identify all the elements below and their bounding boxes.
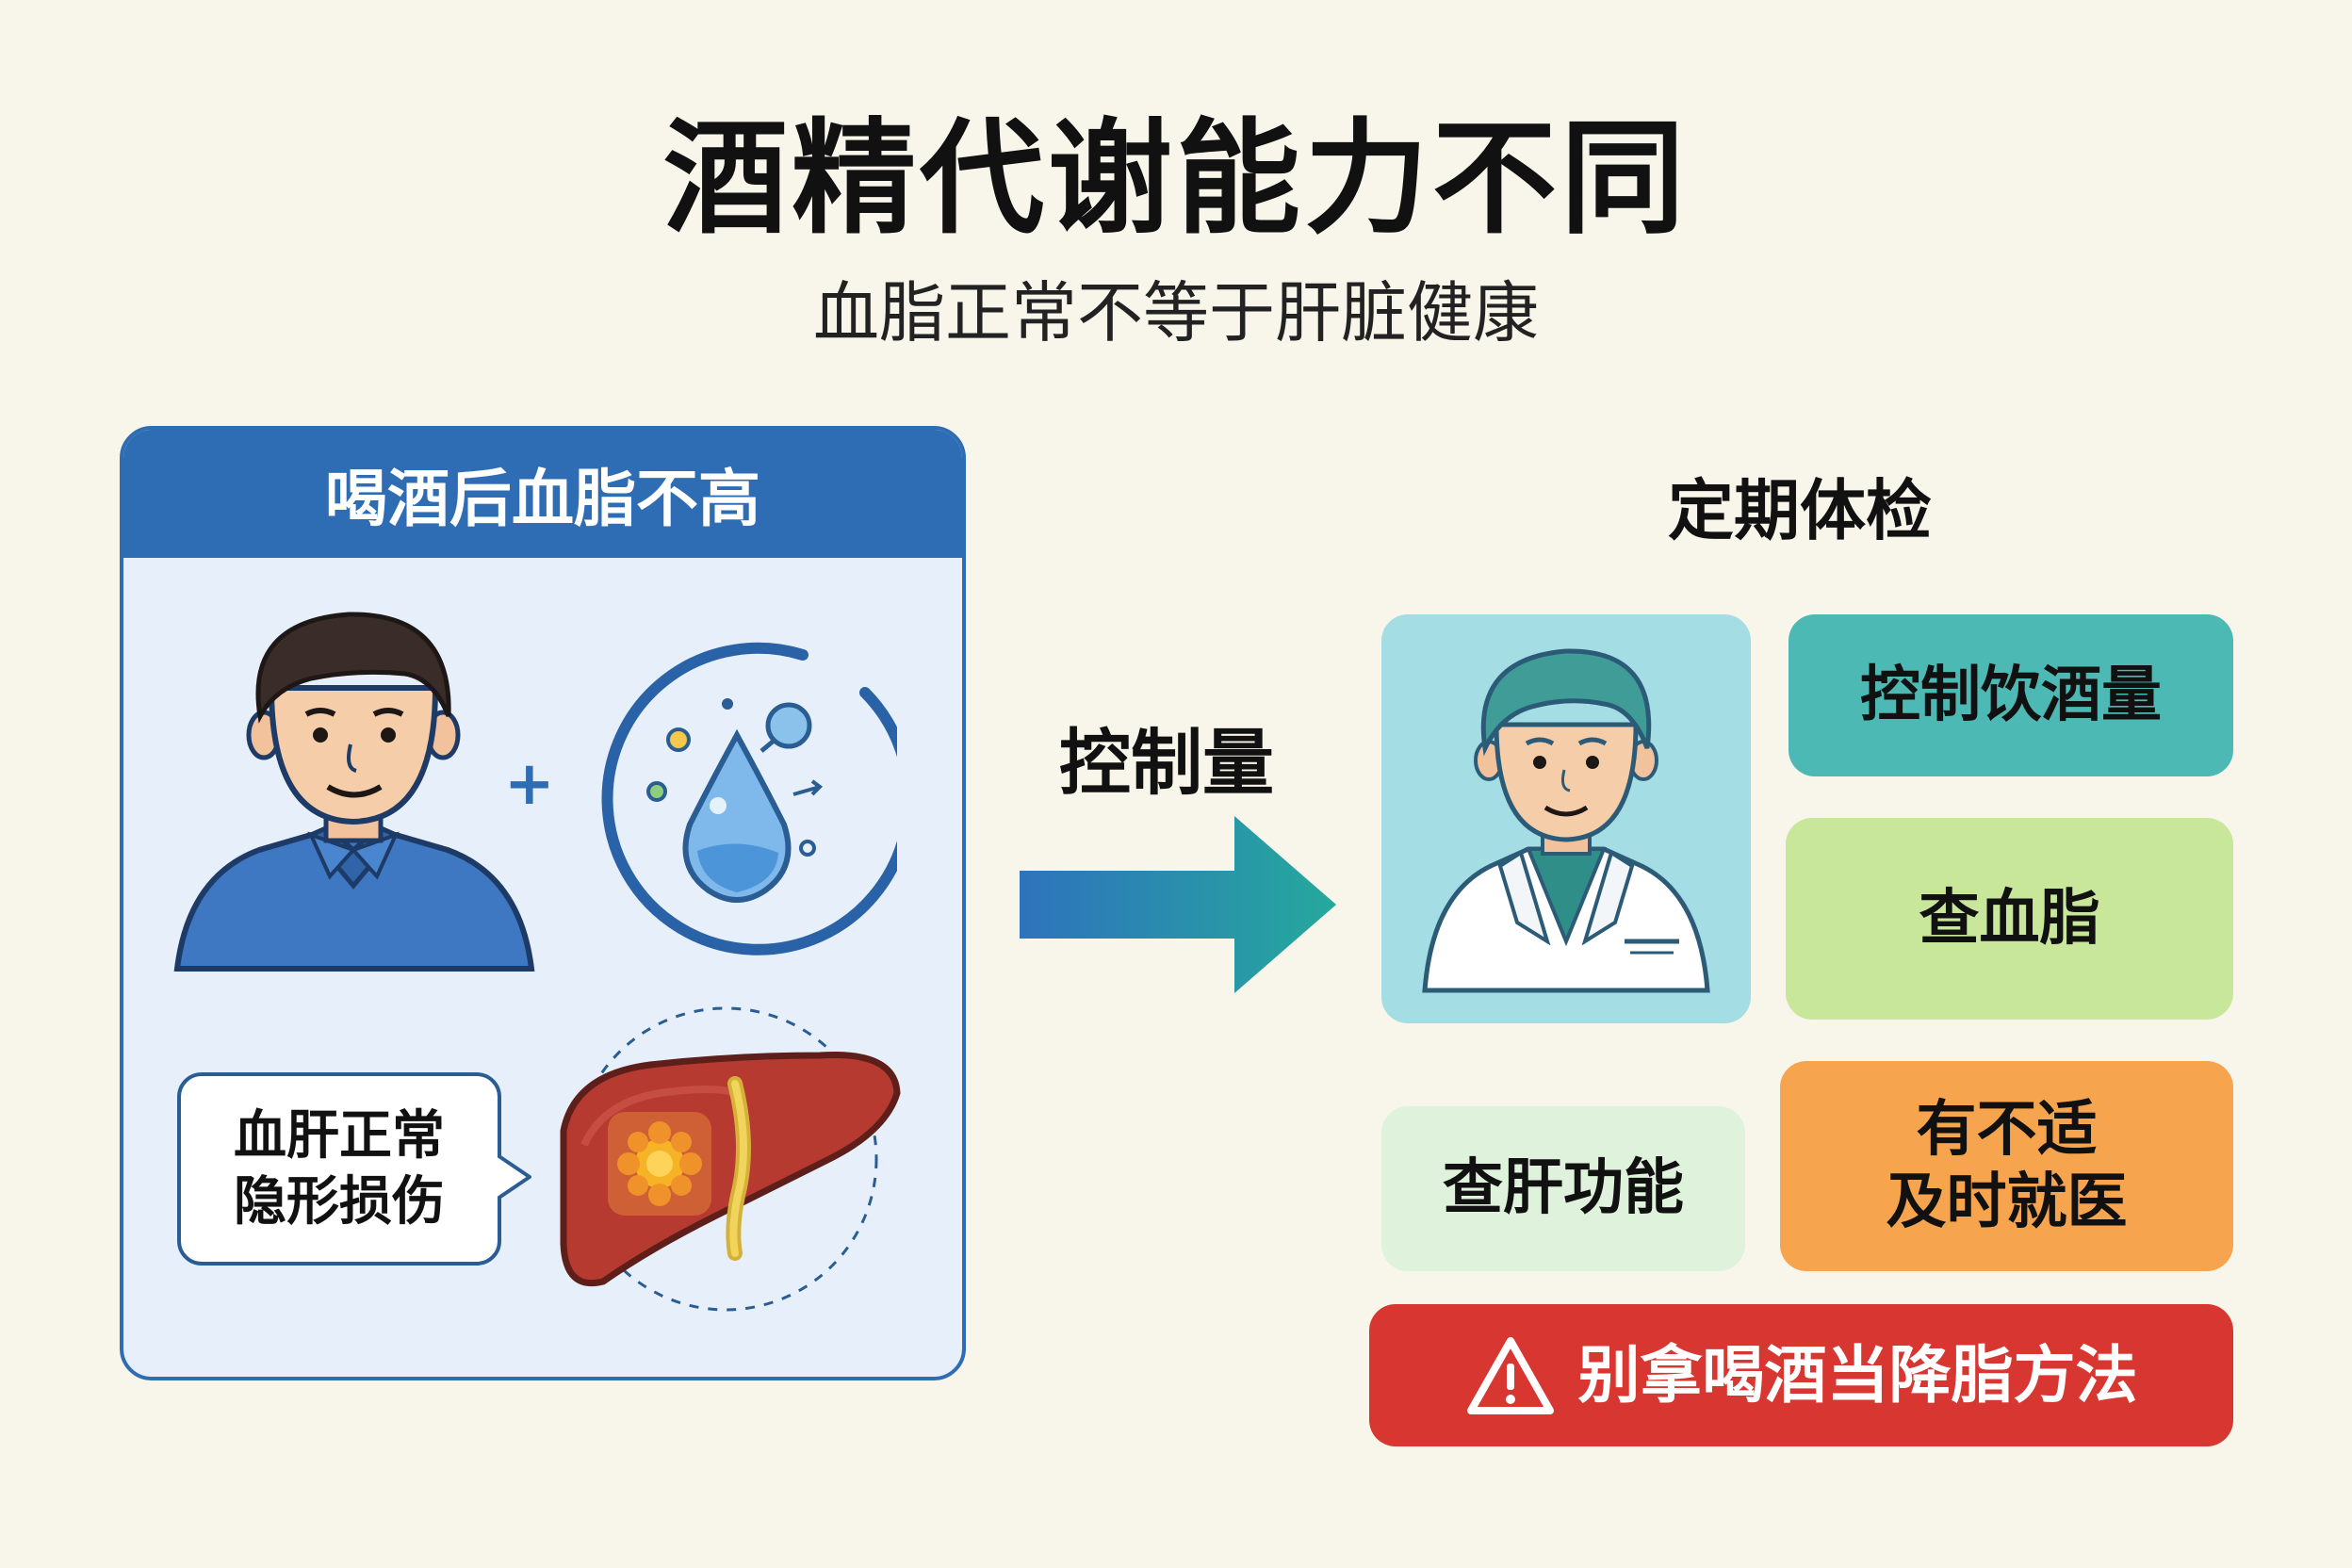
man-icon (173, 612, 535, 972)
bubble-pointer (498, 1153, 531, 1200)
bubble-line-2: 隐形损伤 (234, 1170, 445, 1233)
card-limit-drinking: 控制饮酒量 (1788, 614, 2233, 776)
arrow-label: 控制量 (1059, 721, 1274, 805)
card-warning: 别拿喝酒当降脂方法 (1369, 1304, 2233, 1446)
doctor-card (1381, 614, 1751, 1023)
left-panel-header: 喝酒后血脂不高 (123, 430, 962, 558)
checkup-title: 定期体检 (1668, 472, 1932, 549)
warning-text: 别拿喝酒当降脂方法 (1577, 1338, 2138, 1412)
see-doctor-line-2: 及时就医 (1886, 1167, 2128, 1237)
card-check-liver: 查肝功能 (1381, 1106, 1745, 1271)
water-drop-icon (601, 642, 897, 956)
liver-icon (560, 1006, 901, 1312)
card-see-doctor: 有不适 及时就医 (1780, 1061, 2233, 1271)
card-check-lipids: 查血脂 (1786, 818, 2233, 1020)
plus-sign: + (504, 749, 555, 819)
doctor-icon (1422, 648, 1710, 993)
speech-bubble: 血肝正常 隐形损伤 (177, 1072, 501, 1266)
see-doctor-line-1: 有不适 (1916, 1094, 2098, 1165)
page-title: 酒精代谢能力不同 (663, 106, 1689, 252)
bubble-line-1: 血肝正常 (234, 1104, 445, 1167)
warning-triangle-icon (1466, 1336, 1554, 1414)
arrow-right-icon (1020, 816, 1336, 993)
page-subtitle: 血脂正常不等于肝脏健康 (813, 274, 1539, 351)
